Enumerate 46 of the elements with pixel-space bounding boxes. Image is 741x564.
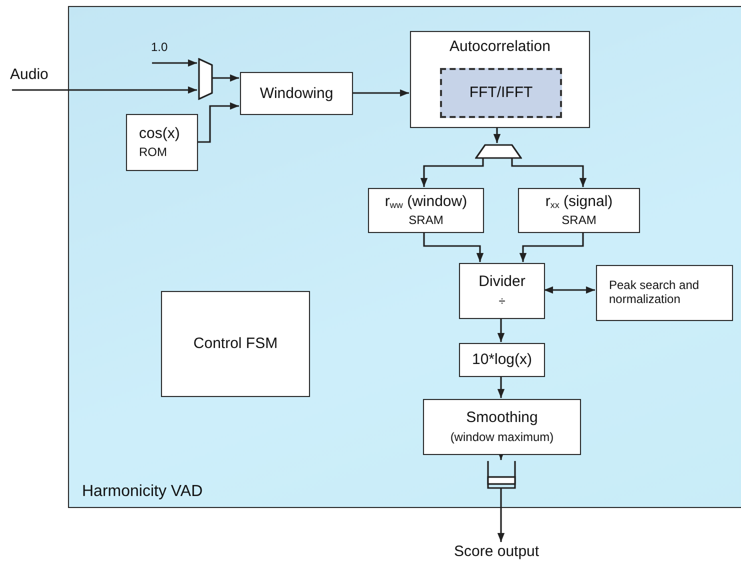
arrow	[152, 59, 197, 67]
block-label: Windowing	[260, 84, 334, 102]
block-label: 10*log(x)	[472, 351, 532, 369]
signal-label: 1.0	[151, 41, 168, 55]
process-box	[423, 399, 581, 455]
block-label: Peak search and normalization	[609, 279, 700, 307]
block-label: cos(x)	[139, 124, 180, 142]
signal-label: Audio	[10, 66, 48, 84]
arrow	[197, 102, 239, 143]
sub-block	[440, 68, 562, 118]
block-label: Smoothing	[466, 409, 538, 427]
process-box	[596, 265, 733, 321]
arrow	[420, 158, 484, 187]
block-sublabel: SRAM	[408, 214, 444, 228]
arrow	[493, 127, 501, 143]
arrow	[511, 158, 587, 187]
process-box	[126, 114, 198, 171]
process-box	[240, 72, 353, 115]
process-box	[459, 343, 545, 377]
block-label: Autocorrelation	[450, 38, 550, 56]
module-title: Harmonicity VAD	[82, 482, 203, 501]
block-label: r$_{xx}$ (signal)	[545, 192, 613, 210]
block-sublabel: ROM	[139, 146, 167, 160]
block-sublabel: (window maximum)	[450, 430, 554, 445]
arrow	[497, 318, 505, 342]
arrow	[423, 232, 484, 262]
arrow	[519, 232, 584, 262]
block-label: Control FSM	[193, 335, 278, 353]
block-label: r$_{ww}$ (window)	[384, 192, 468, 210]
arrow	[352, 89, 409, 97]
block-sublabel: SRAM	[562, 214, 596, 228]
process-box	[368, 188, 484, 233]
arrow	[212, 74, 239, 82]
arrow	[497, 376, 505, 398]
arrow	[12, 86, 197, 94]
block-sublabel: ÷	[498, 294, 506, 309]
signal-label: Score output	[454, 543, 540, 561]
process-box	[459, 263, 545, 319]
arrow	[544, 286, 595, 294]
process-box	[518, 188, 640, 233]
process-box	[410, 31, 590, 128]
module-panel	[68, 6, 741, 508]
block-label: Divider	[478, 273, 526, 291]
arrow	[497, 488, 505, 542]
process-box	[161, 291, 310, 397]
block-label: FFT/IFFT	[469, 84, 533, 102]
